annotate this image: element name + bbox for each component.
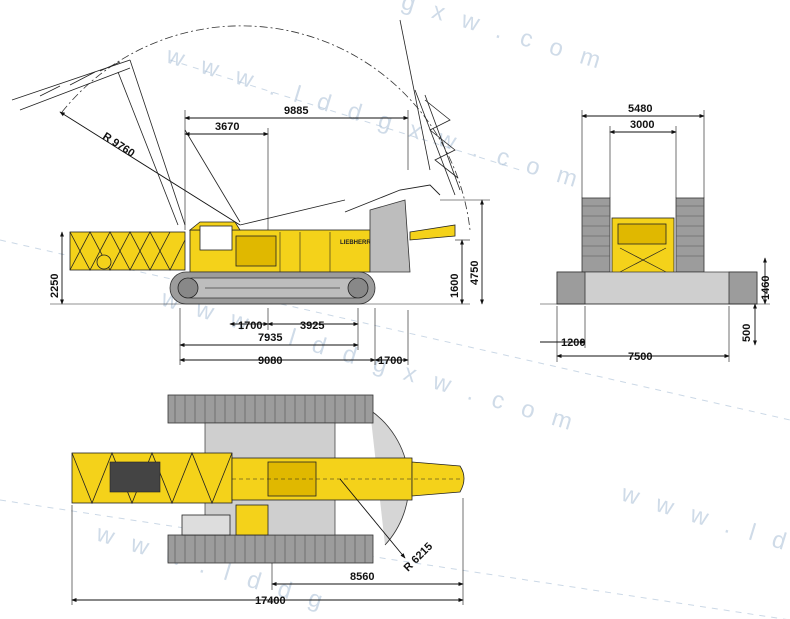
watermark-text-right-top: g x w . c o m xyxy=(398,0,609,76)
dim-1600: 1600 xyxy=(449,274,461,298)
top-track-upper xyxy=(167,394,374,424)
swing-radius-arc xyxy=(61,25,471,231)
dim-8560: 8560 xyxy=(350,571,374,583)
top-radius-line xyxy=(339,478,406,559)
watermark-text-right-bottom: w w w . l d xyxy=(617,480,790,558)
dim-17400: 17400 xyxy=(255,595,286,607)
dim-1700-b: 1700 xyxy=(378,355,402,367)
dim-1700-a: 1700 xyxy=(238,320,262,332)
dim-500: 500 xyxy=(741,324,753,342)
dim-7500: 7500 xyxy=(628,351,652,363)
dim-2250: 2250 xyxy=(49,274,61,298)
dim-9080: 9080 xyxy=(258,355,282,367)
top-view: R 6215 8560 17400 xyxy=(71,394,465,607)
dim-5480: 5480 xyxy=(628,103,652,115)
dim-3925: 3925 xyxy=(300,320,324,332)
side-view: R 9760 xyxy=(11,19,490,367)
rear-undercarriage xyxy=(556,271,758,305)
rear-view: 5480 3000 1460 500 1200 7500 xyxy=(540,103,772,363)
dim-4750: 4750 xyxy=(469,261,481,285)
dim-1200: 1200 xyxy=(561,337,585,349)
brand-label: LIEBHERR xyxy=(340,240,371,246)
radius-label-r9760: R 9760 xyxy=(100,130,136,159)
rear-track-right xyxy=(675,197,705,273)
top-track-lower xyxy=(167,534,374,564)
dim-9885: 9885 xyxy=(284,105,308,117)
dim-7935: 7935 xyxy=(258,332,282,344)
dim-3000: 3000 xyxy=(630,119,654,131)
radius-line xyxy=(59,111,241,226)
folded-boom-lattice xyxy=(11,59,186,226)
boom-mast xyxy=(399,19,461,196)
rear-track-left xyxy=(581,197,611,273)
crawler-track-side xyxy=(169,271,376,305)
dim-3670: 3670 xyxy=(215,121,239,133)
radius-label-r6215: R 6215 xyxy=(402,541,436,575)
dim-1460: 1460 xyxy=(760,276,772,300)
upper-carbody: LIEBHERR xyxy=(184,129,456,273)
front-boom-lattice xyxy=(69,231,186,271)
top-upper-structure xyxy=(231,457,413,501)
